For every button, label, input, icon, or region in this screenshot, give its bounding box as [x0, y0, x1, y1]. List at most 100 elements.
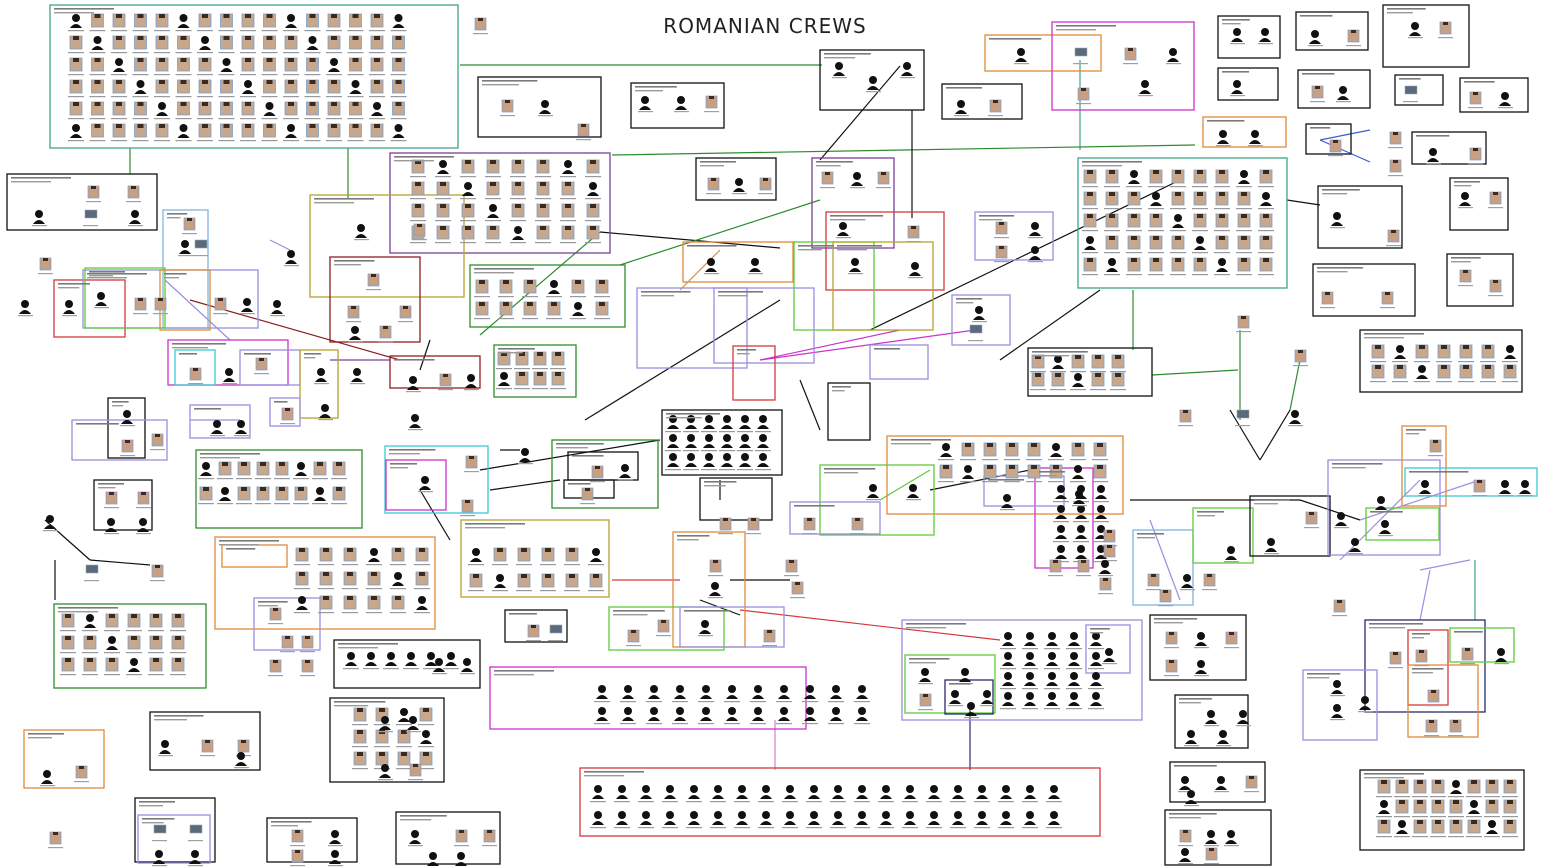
person-silhouette-icon [1394, 355, 1406, 359]
person-photo [395, 596, 401, 600]
person-silhouette-icon [1167, 58, 1179, 62]
person-silhouette-icon [457, 852, 465, 860]
person-photo [1485, 345, 1491, 349]
person-photo [490, 226, 496, 230]
person-caption [560, 198, 576, 199]
group-label [167, 217, 181, 218]
person-caption [1235, 425, 1250, 426]
person-silhouette-icon [650, 685, 658, 693]
person-silhouette-icon [867, 494, 879, 498]
person-silhouette-icon [928, 821, 940, 825]
person-caption [1123, 63, 1138, 64]
person-caption [1498, 495, 1513, 496]
person-photo [116, 102, 122, 106]
group-label [1090, 632, 1103, 633]
person-silhouette-icon [189, 860, 201, 864]
group-label [824, 53, 871, 55]
person-caption [594, 318, 610, 319]
person-silhouette-icon [622, 695, 634, 699]
person-silhouette-icon [135, 90, 147, 94]
person-photo [1417, 820, 1423, 824]
person-caption [1164, 675, 1179, 676]
person-photo [371, 596, 377, 600]
person-photo [202, 58, 208, 62]
person-caption [1466, 816, 1482, 817]
person-caption [1022, 827, 1038, 828]
person-caption [1166, 63, 1181, 64]
person-silhouette-icon [223, 58, 231, 66]
person-caption [305, 118, 321, 119]
group-label [798, 249, 822, 250]
person-silhouette-icon [640, 795, 652, 799]
person-photo [222, 462, 228, 466]
person-photo [267, 14, 273, 18]
person-caption [111, 96, 127, 97]
person-silhouette-icon [237, 420, 245, 428]
person-silhouette-icon [409, 716, 417, 724]
person-silhouette-icon [1026, 785, 1034, 793]
person-caption [1320, 307, 1335, 308]
person-caption [776, 723, 792, 724]
person-photo [1477, 480, 1482, 483]
person-silhouette-icon [1072, 383, 1084, 387]
connector-line [1320, 130, 1370, 140]
person-caption [710, 827, 726, 828]
person-caption [468, 590, 484, 591]
person-photo [795, 582, 800, 585]
person-caption [197, 30, 213, 31]
person-caption [454, 845, 469, 846]
person-caption [854, 827, 870, 828]
person-silhouette-icon [211, 430, 223, 434]
person-silhouette-icon [592, 821, 604, 825]
person-photo [711, 178, 716, 181]
person-photo [1131, 236, 1137, 240]
person-silhouette-icon [179, 250, 191, 254]
person-photo [159, 36, 165, 40]
person-caption [1498, 107, 1513, 108]
person-silhouette-icon [44, 525, 56, 529]
group-label [1207, 120, 1244, 122]
person-photo [490, 182, 496, 186]
person-silhouette-icon [1024, 662, 1036, 666]
person-silhouette-icon [642, 811, 650, 819]
person-caption [1170, 230, 1186, 231]
person-silhouette-icon [1052, 365, 1064, 369]
person-silhouette-icon [976, 795, 988, 799]
person-caption [126, 201, 141, 202]
person-caption [492, 564, 508, 565]
person-caption [86, 201, 101, 202]
person-caption [974, 801, 990, 802]
person-silhouette-icon [735, 178, 743, 186]
person-silhouette-icon [1339, 86, 1347, 94]
person-silhouette-icon [447, 652, 455, 660]
person-caption [318, 588, 334, 589]
group-box [267, 818, 357, 862]
person-silhouette-icon [115, 58, 123, 66]
person-silhouette-icon [1070, 632, 1078, 640]
person-silhouette-icon [409, 424, 421, 428]
person-silhouette-icon [1351, 538, 1359, 546]
group-label [1364, 333, 1424, 335]
person-photo [158, 298, 163, 301]
person-silhouette-icon [445, 662, 457, 666]
group-label [465, 523, 525, 525]
person-caption [998, 801, 1014, 802]
person-silhouette-icon [1002, 785, 1010, 793]
person-photo [310, 124, 316, 128]
person-silhouette-icon [1024, 682, 1036, 686]
person-caption [326, 140, 342, 141]
person-caption [758, 827, 774, 828]
person-caption [331, 503, 347, 504]
person-photo [187, 218, 192, 221]
connector-line [1420, 570, 1430, 620]
person-caption [585, 242, 601, 243]
person-photo [1399, 800, 1405, 804]
person-silhouette-icon [1001, 504, 1013, 508]
connector-line [90, 560, 150, 565]
person-photo [503, 280, 509, 284]
person-photo [138, 36, 144, 40]
person-caption [1236, 331, 1251, 332]
person-photo [260, 487, 266, 491]
person-caption [1376, 836, 1392, 837]
person-photo [1115, 355, 1121, 359]
